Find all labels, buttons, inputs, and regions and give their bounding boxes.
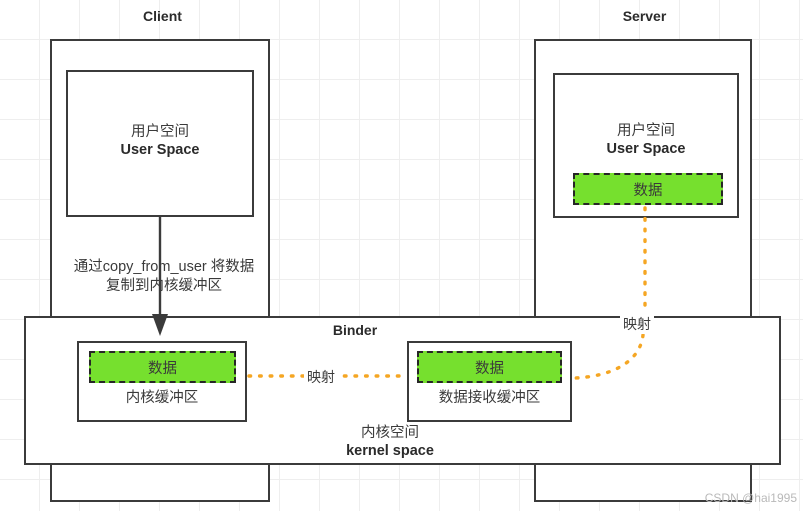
server-user-space-label-en: User Space bbox=[606, 141, 686, 158]
mapping-label-right: 映射 bbox=[620, 314, 654, 334]
client-user-space-label-cn: 用户空间 bbox=[131, 124, 189, 140]
client-user-space-label-en: User Space bbox=[120, 142, 200, 159]
client-title: Client bbox=[143, 8, 182, 24]
copy-from-user-note-line1: 通过copy_from_user 将数据 bbox=[73, 259, 255, 275]
mapping-label-center: 映射 bbox=[304, 367, 338, 387]
client-user-space-box bbox=[66, 70, 254, 217]
server-user-space-label-cn: 用户空间 bbox=[617, 123, 675, 139]
kernel-buffer-caption: 内核缓冲区 bbox=[125, 390, 199, 406]
watermark: CSDN @hai1995 bbox=[704, 491, 797, 505]
copy-from-user-note-line2: 复制到内核缓冲区 bbox=[106, 277, 222, 294]
client-user-space-label: 用户空间 User Space bbox=[66, 123, 254, 159]
server-data-chip: 数据 bbox=[573, 173, 723, 205]
data-receive-buffer-caption: 数据接收缓冲区 bbox=[438, 390, 541, 406]
binder-label: Binder bbox=[332, 322, 378, 338]
data-receive-buffer-data-chip: 数据 bbox=[417, 351, 562, 383]
data-receive-buffer-data-chip-label: 数据 bbox=[475, 360, 504, 377]
kernel-buffer-data-chip-label: 数据 bbox=[148, 360, 177, 377]
server-title: Server bbox=[622, 8, 667, 24]
server-data-chip-label: 数据 bbox=[633, 182, 663, 199]
kernel-buffer-data-chip: 数据 bbox=[89, 351, 236, 383]
server-user-space-label: 用户空间 User Space bbox=[553, 122, 739, 158]
kernel-space-label-cn: 内核空间 bbox=[361, 425, 419, 441]
kernel-space-label-en: kernel space bbox=[346, 443, 434, 460]
copy-from-user-note: 通过copy_from_user 将数据 复制到内核缓冲区 bbox=[50, 258, 278, 296]
kernel-space-label: 内核空间 kernel space bbox=[300, 424, 480, 460]
